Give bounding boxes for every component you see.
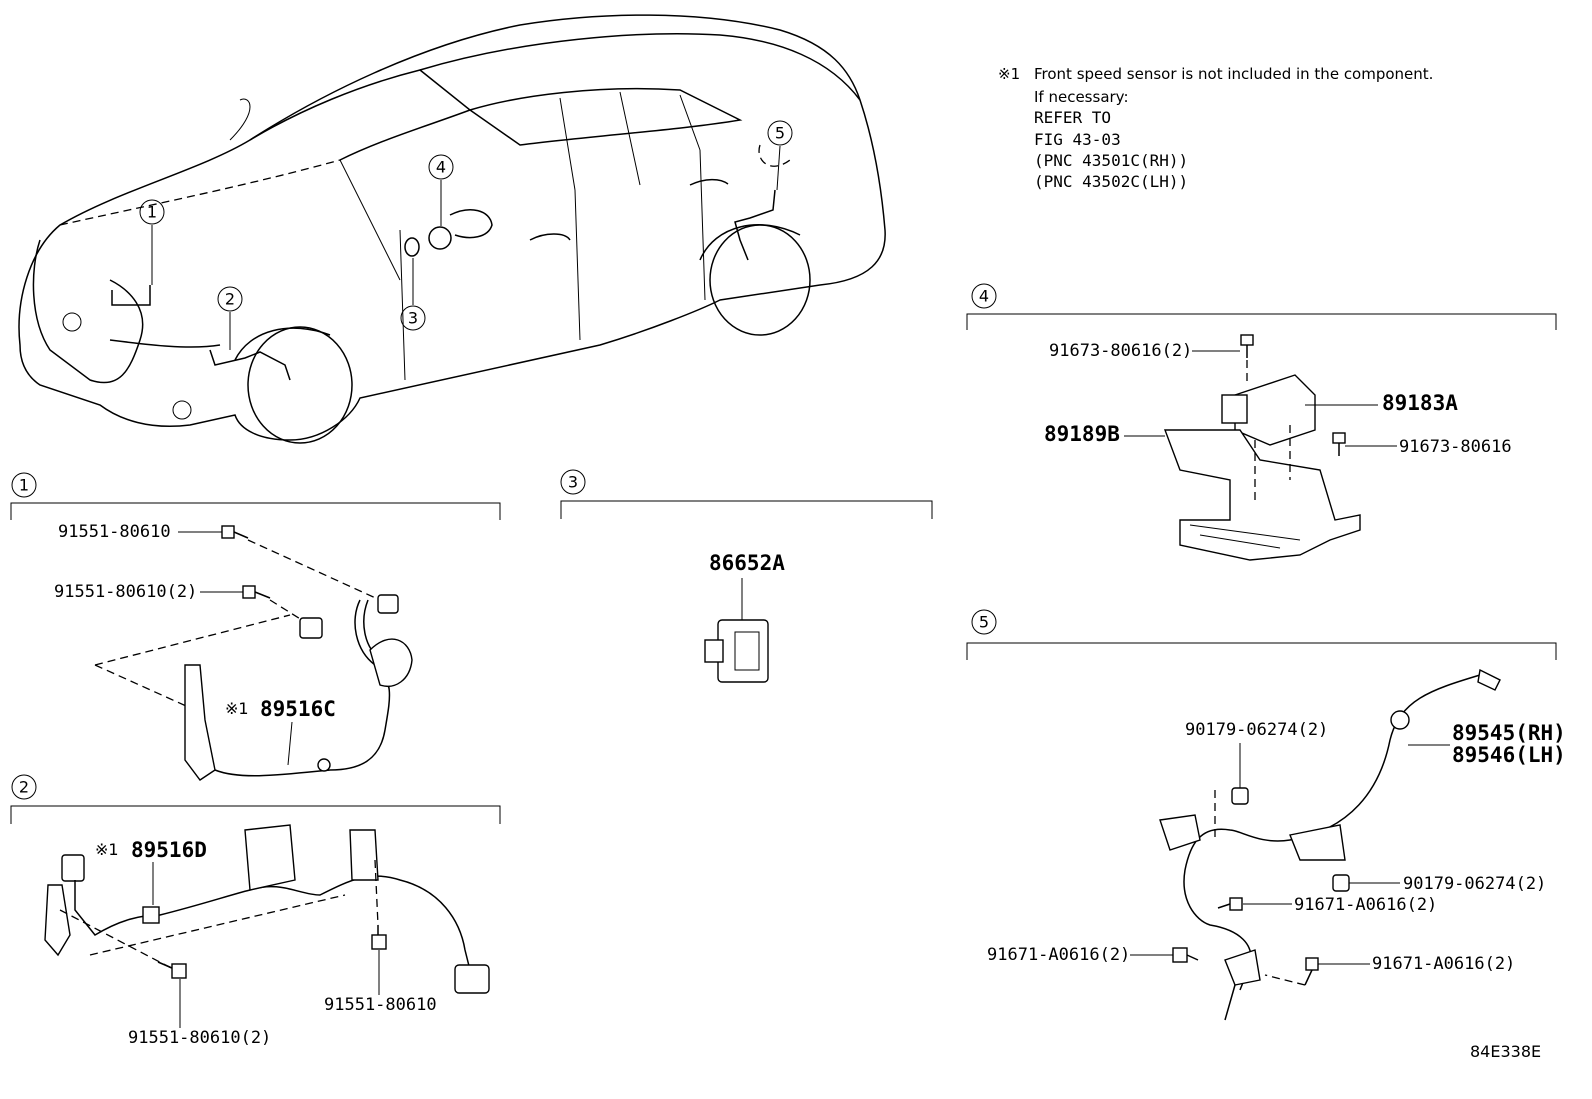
s5-bolt-a-label: 91671-A0616(2) [1294, 895, 1437, 915]
s5-sensor-lh-label: 89546(LH) [1452, 743, 1566, 767]
s4-bolt-b-label: 91673-80616 [1399, 437, 1512, 457]
section-2-index: 2 [19, 778, 29, 797]
s1-mark: ※1 [225, 699, 249, 718]
callout-2: 2 [217, 286, 243, 312]
s5-nut-b-label: 90179-06274(2) [1403, 874, 1546, 894]
svg-text:4: 4 [436, 158, 446, 177]
s2-bolt-a-label: 91551-80610 [324, 995, 437, 1015]
s5-nut-b [1332, 874, 1350, 892]
svg-text:3: 3 [408, 309, 418, 328]
callout-1: 1 [139, 199, 165, 225]
s1-sensor-label: 89516C [260, 697, 336, 721]
note-line-4: FIG 43-03 [1034, 130, 1121, 149]
note-block: ※1 Front speed sensor is not included in… [998, 65, 1433, 191]
s4-bolt-b [1332, 432, 1346, 456]
callout-4: 4 [428, 154, 454, 180]
section-1-index: 1 [19, 476, 29, 495]
s5-nut-a [1231, 787, 1249, 805]
note-line-2: If necessary: [1034, 88, 1129, 106]
section-1: 1 91551-80610 91551-80610(2) ※1 89516C [10, 472, 501, 781]
s2-mark: ※1 [95, 840, 119, 859]
s2-bolt-a [371, 925, 387, 950]
section-5-index: 5 [979, 613, 989, 632]
s5-bolt-b [1172, 947, 1199, 963]
section-4-index: 4 [979, 287, 989, 306]
s4-module-label: 89183A [1382, 391, 1458, 415]
note-line-3: REFER TO [1034, 108, 1111, 127]
car-illustration: 1 2 3 4 5 [18, 14, 886, 444]
callout-5: 5 [767, 120, 793, 146]
s3-part-label: 86652A [709, 551, 785, 575]
s2-bolt-b-label: 91551-80610(2) [128, 1028, 271, 1048]
section-4: 4 91673-80616(2) 89183A 89189B 91673-806… [966, 283, 1557, 561]
section-3: 3 86652A [560, 469, 933, 683]
s4-bolt-a-label: 91673-80616(2) [1049, 341, 1192, 361]
s5-bolt-b-label: 91671-A0616(2) [987, 945, 1130, 965]
s4-bolt-a [1240, 334, 1254, 358]
s2-sensor-harness [44, 824, 490, 994]
s5-sensor-rh-label: 89545(RH) [1452, 721, 1566, 745]
s1-bolt-b [242, 585, 271, 599]
s1-bolt-b-label: 91551-80610(2) [54, 582, 197, 602]
s3-component [704, 619, 769, 683]
svg-text:1: 1 [147, 203, 157, 222]
s5-bolt-c [1304, 957, 1319, 986]
s2-sensor-label: 89516D [131, 838, 207, 862]
s1-sensor-harness [184, 594, 413, 781]
callout-3: 3 [400, 305, 426, 331]
s4-bracket [1163, 425, 1361, 561]
section-5: 5 90179-06274(2) 89545(RH) 89546(LH) 901… [966, 609, 1566, 1021]
s5-bolt-a [1217, 897, 1243, 911]
note-line-6: (PNC 43502C(LH)) [1034, 172, 1188, 191]
note-line-5: (PNC 43501C(RH)) [1034, 151, 1188, 170]
svg-text:2: 2 [225, 290, 235, 309]
note-line-1: Front speed sensor is not included in th… [1034, 65, 1433, 83]
s5-bolt-c-label: 91671-A0616(2) [1372, 954, 1515, 974]
svg-text:5: 5 [775, 124, 785, 143]
figure-id: 84E338E [1470, 1042, 1541, 1061]
s5-sensor-harness [1159, 668, 1501, 1021]
s4-bracket-label: 89189B [1044, 422, 1120, 446]
s5-nut-a-label: 90179-06274(2) [1185, 720, 1328, 740]
s2-bolt-b [157, 961, 187, 979]
s1-bolt-a [221, 525, 249, 539]
section-3-index: 3 [568, 473, 578, 492]
note-mark: ※1 [998, 65, 1020, 83]
s1-bolt-a-label: 91551-80610 [58, 522, 171, 542]
section-2: 2 ※1 89516D 91551-80610 91551-80610(2) [10, 774, 501, 1048]
